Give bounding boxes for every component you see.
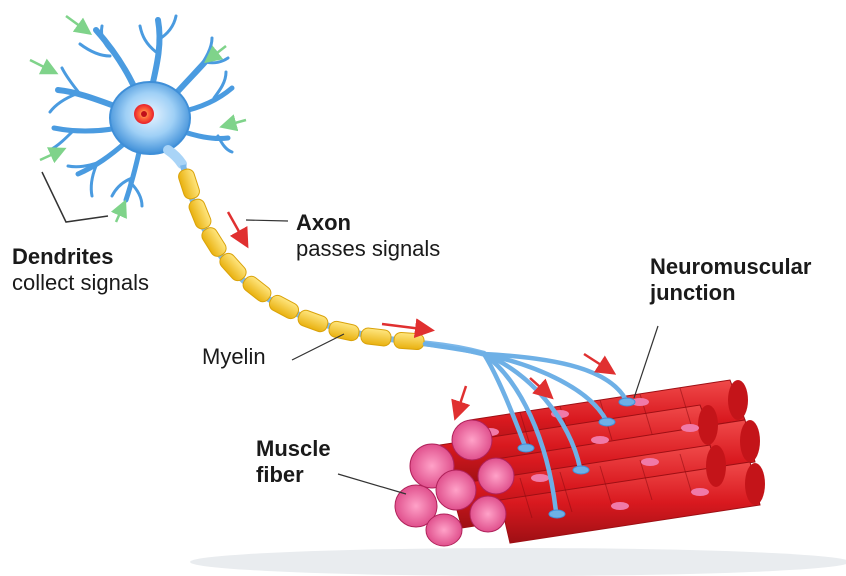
green-arrow-icon	[65, 14, 93, 35]
fiber-end	[425, 513, 463, 547]
myelin-segment	[201, 227, 227, 257]
axon-leader	[245, 219, 289, 222]
fiber-end	[435, 469, 477, 511]
myelin-label: Myelin	[202, 344, 266, 370]
muscle-line2: fiber	[256, 462, 304, 487]
green-arrow-icon	[110, 199, 127, 223]
axon-terminals	[422, 341, 629, 515]
muscle-fiber-bundle	[394, 379, 765, 547]
junction-leader	[633, 325, 659, 399]
myelin-segment	[242, 275, 272, 303]
fiber-end	[451, 419, 493, 461]
synaptic-terminals	[517, 397, 636, 519]
myelin-text: Myelin	[202, 344, 266, 369]
fiber-end	[477, 457, 515, 495]
myelin-segment	[268, 294, 300, 320]
dendrites-title: Dendrites	[12, 244, 114, 269]
neuromuscular-line2: junction	[650, 280, 736, 305]
dendrites-bracket	[41, 171, 109, 223]
floor-shadow	[190, 548, 846, 576]
axon-title: Axon	[296, 210, 351, 235]
dendrites-subtitle: collect signals	[12, 270, 149, 295]
green-arrow-icon	[39, 147, 67, 164]
leader-lines	[245, 219, 659, 495]
green-arrow-icon	[204, 45, 227, 64]
signal-arrows	[226, 211, 617, 421]
myelin-segment	[297, 309, 329, 333]
myelin-sheath	[178, 168, 425, 351]
fiber-end	[394, 484, 438, 528]
red-arrow-icon	[583, 352, 617, 375]
myelin-segment	[328, 320, 360, 342]
myelin-segment	[188, 198, 212, 230]
red-arrow-icon	[529, 377, 554, 400]
dendrites-label: Dendrites collect signals	[12, 244, 149, 296]
green-arrow-icon	[29, 58, 59, 75]
myelin-segment	[360, 327, 392, 347]
red-arrow-icon	[381, 318, 435, 339]
muscle-leader	[337, 473, 407, 495]
fiber-end	[469, 495, 507, 533]
myelin-segment	[178, 168, 200, 200]
neuromuscular-line1: Neuromuscular	[650, 254, 812, 279]
myelin-segment	[393, 331, 425, 351]
input-arrows	[29, 14, 247, 223]
red-arrow-icon	[226, 211, 249, 249]
axon-hillock	[163, 145, 187, 169]
green-arrow-icon	[219, 114, 247, 132]
red-arrow-icon	[451, 385, 471, 421]
axon-subtitle: passes signals	[296, 236, 441, 261]
axon-label: Axon passes signals	[296, 210, 440, 262]
muscle-line1: Muscle	[256, 436, 331, 461]
myelin-leader	[291, 333, 345, 361]
neuromuscular-junction-label: Neuromuscular junction	[650, 254, 811, 306]
muscle-fiber-label: Muscle fiber	[256, 436, 331, 488]
myelin-segment	[219, 252, 247, 282]
nucleolus	[141, 111, 147, 117]
